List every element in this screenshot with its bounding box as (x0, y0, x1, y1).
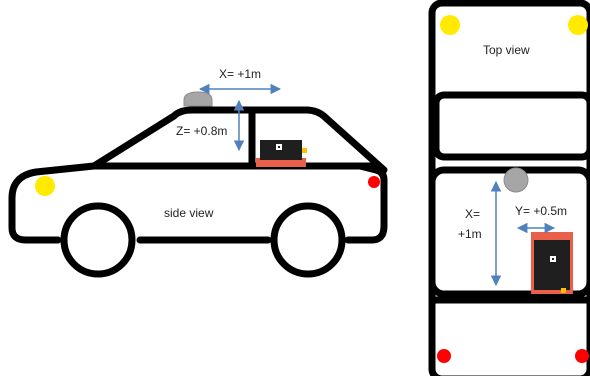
side-z-offset-label: Z= +0.8m (176, 124, 228, 138)
side-device-icon (256, 140, 307, 167)
rear-wheel (270, 202, 346, 278)
front-wheel (60, 202, 136, 278)
top-rear-right-marker (575, 349, 589, 363)
top-view-hood (432, 91, 590, 161)
top-x-offset-label-line2: +1m (458, 227, 482, 241)
top-device-icon (531, 232, 573, 294)
top-view-car (428, 0, 590, 376)
front-marker-dot (35, 176, 55, 196)
roof-sensor-icon (183, 91, 213, 107)
side-view-car (8, 83, 388, 278)
top-view-title: Top view (483, 43, 530, 57)
car-body-outline (8, 162, 388, 244)
top-y-offset-label: Y= +0.5m (515, 204, 568, 218)
top-x-offset-label-line1: X= (465, 207, 481, 221)
top-front-left-marker (440, 15, 460, 35)
top-sensor-icon (503, 167, 529, 193)
top-front-right-marker (568, 15, 588, 35)
top-rear-left-marker (437, 349, 451, 363)
rear-marker-dot (368, 176, 380, 188)
side-x-offset-label: X= +1m (219, 67, 262, 81)
side-view-title: side view (164, 206, 214, 220)
